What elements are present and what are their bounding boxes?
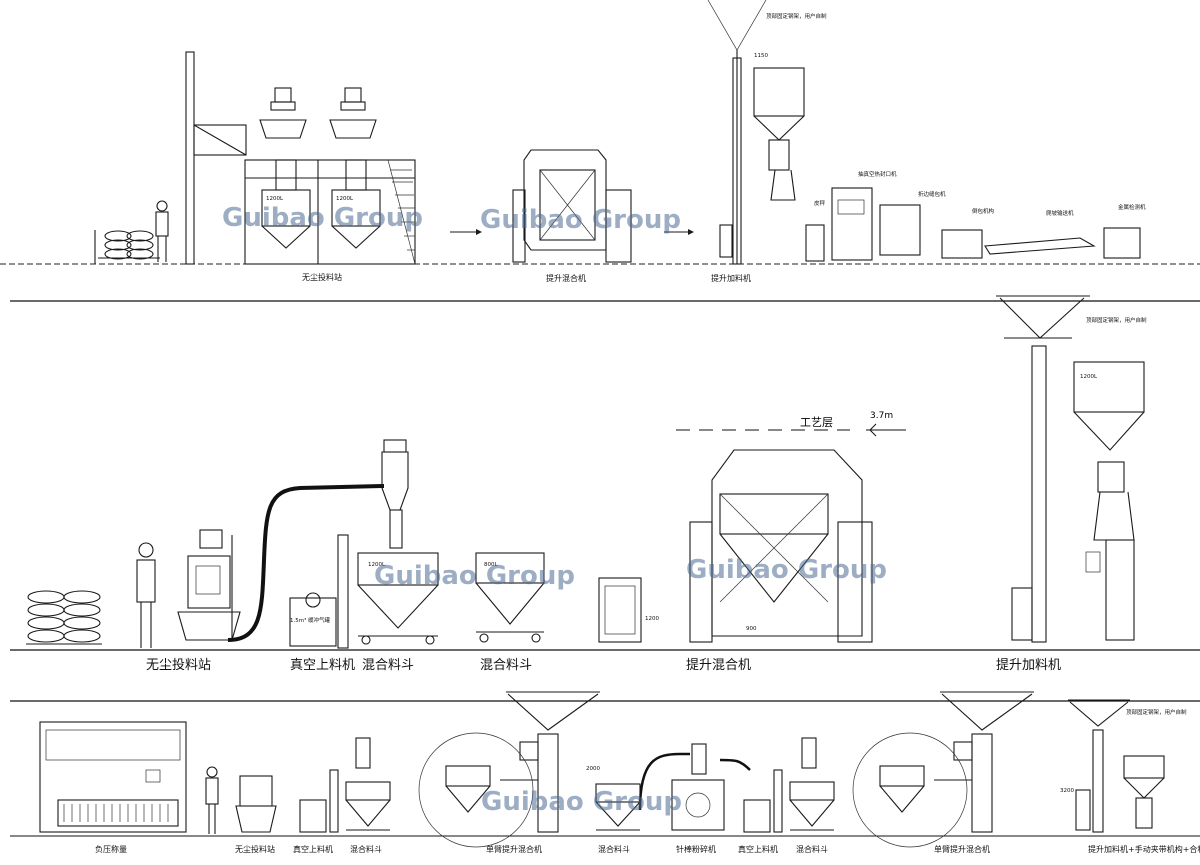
label-row2-vacuum-loader: 真空上料机 — [290, 658, 355, 673]
operator-figure-2 — [136, 542, 156, 648]
svg-text:3200: 3200 — [1060, 788, 1074, 794]
row3-vacuum-loader-b: 真空上料机 — [738, 769, 783, 854]
operator-figure — [155, 200, 169, 262]
watermark-5: Guibao Group — [481, 787, 682, 817]
row3-pin-mill: 针棒粉碎机 — [638, 743, 751, 854]
row1-dust-free-station: 1200L 1200L 无尘投料站 — [94, 51, 416, 282]
svg-text:1200L: 1200L — [368, 562, 386, 568]
svg-text:顶部固定钢架，用户自制: 顶部固定钢架，用户自制 — [1086, 316, 1147, 324]
watermark-4: Guibao Group — [686, 555, 887, 585]
svg-text:1.5m³ 缓冲气罐: 1.5m³ 缓冲气罐 — [290, 616, 331, 624]
watermark-1: Guibao Group — [222, 203, 423, 233]
svg-text:1200L: 1200L — [1080, 374, 1098, 380]
svg-text:1150: 1150 — [754, 53, 768, 59]
row3-single-arm-mixer-b: 单臂提升混合机 — [852, 691, 1034, 854]
svg-text:倒包机构: 倒包机构 — [972, 207, 995, 215]
label-row1-lift-mixer: 提升混合机 — [546, 273, 586, 283]
row3-mixing-hopper-c: 混合料斗 — [789, 737, 835, 854]
svg-text:折边缝包机: 折边缝包机 — [918, 190, 946, 198]
label-row3-single-arm-mixer-b: 单臂提升混合机 — [934, 844, 990, 854]
svg-text:800L: 800L — [484, 562, 498, 568]
row3-mixing-hopper-a: 混合料斗 — [345, 737, 391, 854]
row1-lift-feeder-line: 顶部固定钢架，用户自制 1150 皮秤 抽真空热封口机 折边缝包机 倒包机构 爬… — [707, 0, 1146, 283]
svg-text:金属检测机: 金属检测机 — [1118, 203, 1146, 211]
row1-arrow-1 — [450, 229, 482, 235]
label-row3-negative-weighing: 负压称量 — [95, 844, 127, 854]
label-row3-dust-free-station: 无尘投料站 — [235, 844, 275, 854]
row3-dust-free-station: 无尘投料站 — [205, 766, 277, 854]
row2-mixing-hopper-800: 800L 混合料斗 — [475, 552, 545, 673]
label-row2-lift-feeder: 提升加料机 — [996, 657, 1061, 673]
label-row2-lift-mixer: 提升混合机 — [686, 657, 751, 673]
svg-text:顶部固定钢架，用户自制: 顶部固定钢架，用户自制 — [766, 12, 827, 20]
label-row2-mixing-hopper-b: 混合料斗 — [480, 658, 532, 673]
label-row3-single-arm-mixer-a: 单臂提升混合机 — [486, 844, 542, 854]
label-row3-vacuum-loader-a: 真空上料机 — [293, 844, 333, 854]
row2-vacuum-loader-and-hopper: 1.5m³ 缓冲气罐 1200L 真空上料机 混合料斗 — [289, 439, 439, 673]
row3-weighing-booth: 负压称量 — [39, 721, 187, 854]
svg-text:3.7m: 3.7m — [870, 411, 893, 421]
row3-mixing-hopper-b: 混合料斗 — [595, 783, 641, 854]
row1-lift-mixer: 提升混合机 — [512, 149, 632, 283]
svg-text:2000: 2000 — [586, 766, 600, 772]
vacuum-hose — [227, 484, 385, 642]
row3-lift-feeder-combo: 顶部固定钢架，用户自制 3200 提升加料机+手动夹带机构+合秤 — [1060, 699, 1200, 854]
svg-text:顶部固定钢架，用户自制: 顶部固定钢架，用户自制 — [1126, 708, 1187, 716]
watermark-3: Guibao Group — [374, 561, 575, 591]
svg-text:爬坡输送机: 爬坡输送机 — [1046, 209, 1074, 217]
row2-lift-mixer: 1200 工艺层 3.7m 900 提升混合机 — [598, 411, 906, 673]
svg-text:1200L: 1200L — [266, 196, 284, 202]
label-row3-mixing-hopper-a: 混合料斗 — [350, 844, 382, 854]
label-row3-mixing-hopper-c: 混合料斗 — [796, 844, 828, 854]
label-row2-dust-free-station: 无尘投料站 — [146, 657, 211, 673]
svg-text:皮秤: 皮秤 — [814, 199, 826, 207]
label-row3-lift-feeder-combo: 提升加料机+手动夹带机构+合秤 — [1088, 844, 1200, 854]
row1-arrow-2 — [664, 229, 694, 235]
svg-text:抽真空热封口机: 抽真空热封口机 — [858, 170, 897, 178]
label-row1-dust-free-station: 无尘投料站 — [302, 272, 342, 282]
svg-text:工艺层: 工艺层 — [800, 416, 833, 429]
row3-single-arm-mixer-a: 2000 单臂提升混合机 — [418, 691, 600, 854]
row2-dust-free-station: 无尘投料站 — [26, 529, 241, 673]
label-row3-pin-mill: 针棒粉碎机 — [676, 844, 716, 854]
label-row2-mixing-hopper-a: 混合料斗 — [362, 658, 414, 673]
svg-text:900: 900 — [746, 626, 757, 632]
label-row3-mixing-hopper-b: 混合料斗 — [598, 844, 630, 854]
watermark-2: Guibao Group — [480, 205, 681, 235]
svg-text:1200: 1200 — [645, 616, 659, 622]
row2-lift-feeder: 顶部固定钢架，用户自制 1200L 提升加料机 — [996, 295, 1147, 673]
label-row1-lift-feeder: 提升加料机 — [711, 273, 751, 283]
row3-vacuum-loader-a: 真空上料机 — [293, 769, 339, 854]
svg-text:1200L: 1200L — [336, 196, 354, 202]
label-row3-vacuum-loader-b: 真空上料机 — [738, 844, 778, 854]
